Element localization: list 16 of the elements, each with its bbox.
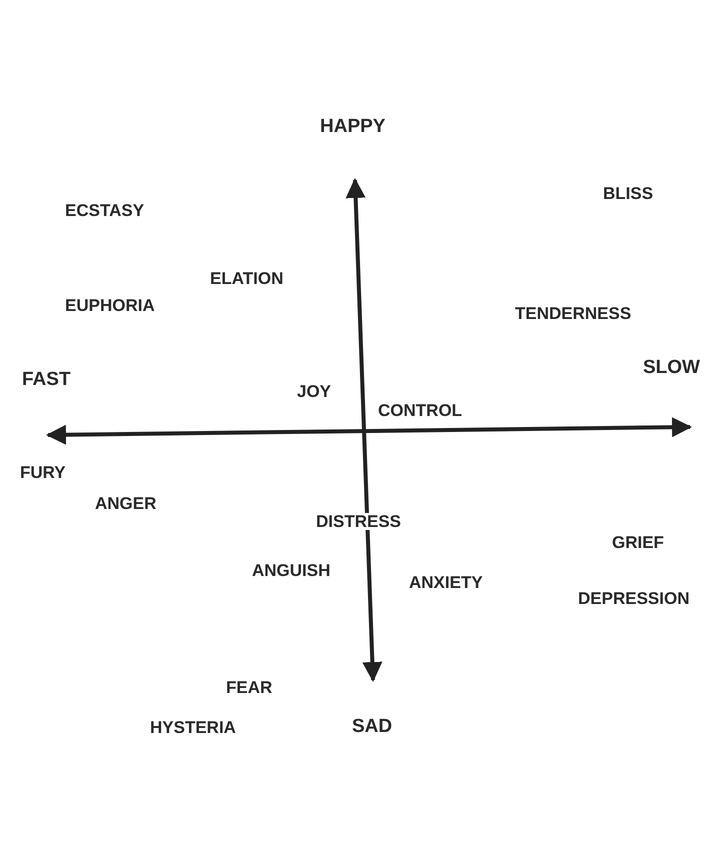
emotion-word: EUPHORIA bbox=[65, 297, 155, 314]
emotion-word: DISTRESS bbox=[316, 513, 402, 530]
emotion-word: ELATION bbox=[210, 270, 284, 287]
emotion-word: HYSTERIA bbox=[150, 719, 236, 736]
emotion-word: ANXIETY bbox=[409, 574, 483, 591]
emotion-word: JOY bbox=[297, 383, 332, 400]
emotion-word: TENDERNESS bbox=[515, 305, 632, 322]
emotion-word: FURY bbox=[20, 464, 66, 481]
emotion-word: GRIEF bbox=[612, 534, 664, 551]
emotion-word: ANGUISH bbox=[252, 562, 330, 579]
emotion-word: DEPRESSION bbox=[578, 590, 690, 607]
emotion-word: ANGER bbox=[95, 495, 156, 512]
emotion-word: CONTROL bbox=[378, 402, 462, 419]
emotion-word: BLISS bbox=[603, 185, 654, 202]
emotion-word: FEAR bbox=[226, 679, 272, 696]
emotion-word: ECSTASY bbox=[65, 202, 144, 219]
